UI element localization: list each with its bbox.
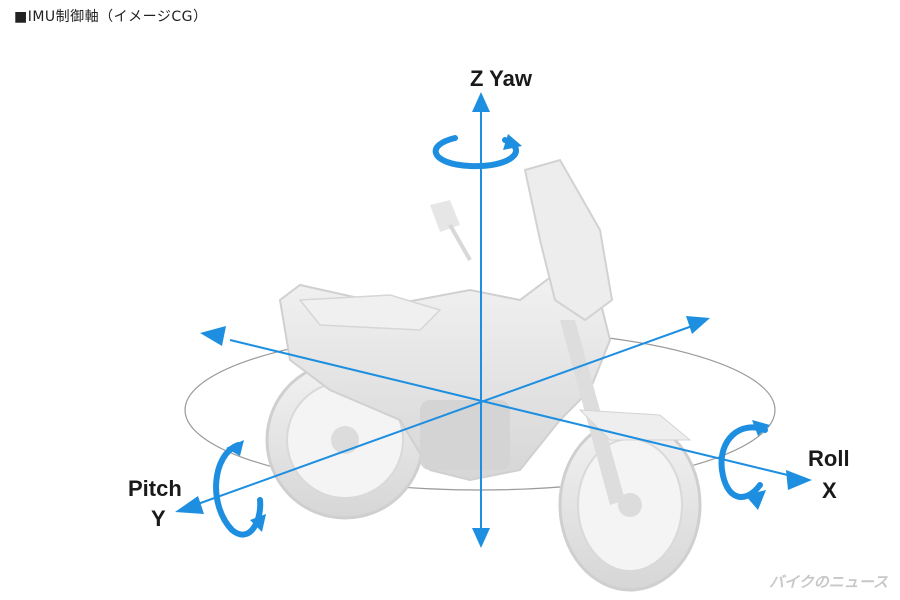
watermark: バイクのニュース xyxy=(769,573,888,591)
caption: ■IMU制御軸（イメージCG） xyxy=(14,9,208,25)
pitch-rotation-arrow-icon xyxy=(213,440,266,538)
roll-label: Roll xyxy=(808,446,850,471)
pitch-label: Pitch xyxy=(128,476,182,501)
y-label: Y xyxy=(151,506,166,531)
roll-x-axis xyxy=(200,326,812,490)
roll-rotation-arrow-icon xyxy=(718,420,770,510)
pitch-y-axis xyxy=(175,316,710,514)
z-yaw-axis xyxy=(472,92,490,548)
z-yaw-label: Z Yaw xyxy=(470,66,532,91)
x-label: X xyxy=(822,478,837,503)
yaw-rotation-arrow-icon xyxy=(432,134,522,170)
motorcycle-image xyxy=(265,158,702,592)
